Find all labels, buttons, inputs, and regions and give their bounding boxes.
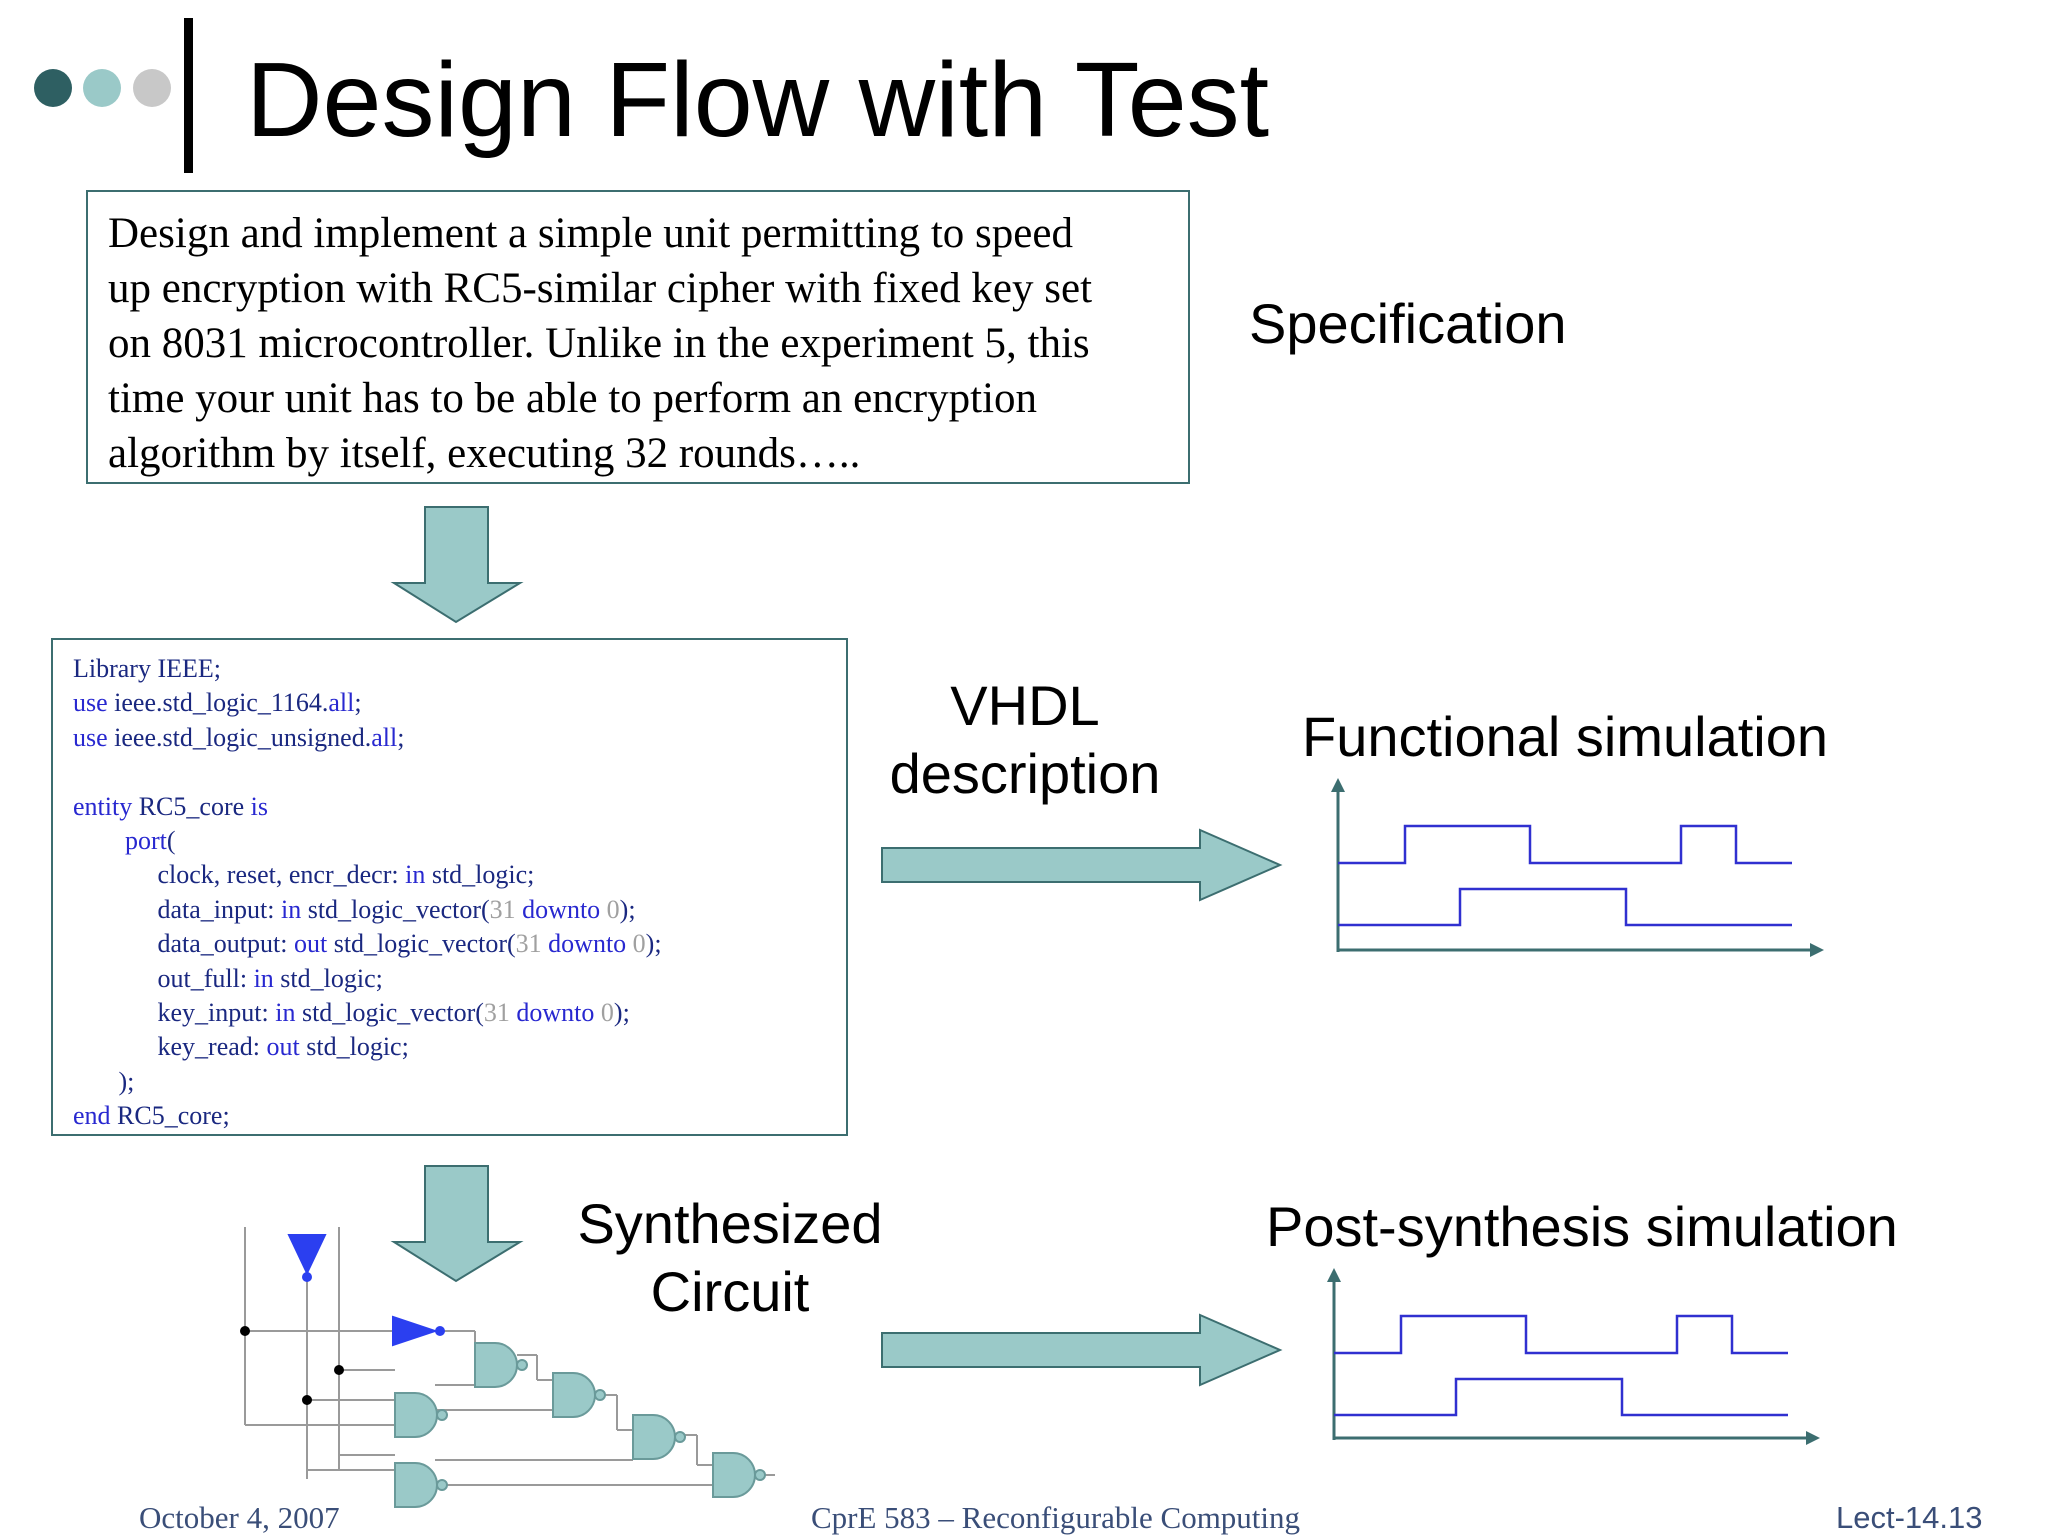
code-token: data_input: [73, 894, 281, 924]
slide-title: Design Flow with Test [246, 41, 1270, 159]
code-token: RC5_core; [117, 1101, 230, 1131]
synth-label-line2: Circuit [650, 1260, 810, 1323]
code-token: ieee.std_logic_1164. [114, 688, 329, 718]
code-token: end [73, 1101, 118, 1131]
code-token: in [275, 997, 302, 1027]
code-line: Library IEEE; [73, 652, 846, 686]
code-token: downto [548, 929, 633, 959]
code-token: std_logic; [431, 860, 535, 890]
code-token: 31 [483, 997, 517, 1027]
code-token: in [405, 860, 432, 890]
code-line: port( [73, 824, 846, 858]
post-synthesis-simulation-label: Post-synthesis simulation [1266, 1195, 1898, 1258]
post-synthesis-waveform [1327, 1268, 1820, 1445]
specification-box: Design and implement a simple unit permi… [86, 190, 1190, 484]
code-line: use ieee.std_logic_unsigned.all; [73, 721, 846, 755]
title-divider [184, 18, 193, 173]
code-token: RC5_core [138, 791, 251, 821]
code-token: ; [397, 722, 405, 752]
code-token: data_output: [73, 929, 294, 959]
code-token: ( [166, 825, 176, 855]
code-token: 31 [515, 929, 549, 959]
spec-line: Design and implement a simple unit permi… [108, 210, 1073, 257]
code-token: key_read: [73, 1032, 267, 1062]
gate-circuit [240, 1227, 775, 1508]
code-token: ieee.std_logic_unsigned. [114, 722, 372, 752]
code-token: use [73, 688, 115, 718]
specification-label: Specification [1249, 292, 1567, 355]
spec-line: up encryption with RC5-similar cipher wi… [108, 265, 1093, 312]
vhdl-code-box: Library IEEE;use ieee.std_logic_1164.all… [51, 638, 848, 1136]
code-line: entity RC5_core is [73, 790, 846, 824]
bullet-dot-1 [34, 69, 72, 107]
code-token: clock, reset, encr_decr: [73, 860, 406, 890]
code-token: std_logic_vector( [307, 894, 490, 924]
code-line [73, 755, 846, 789]
code-token: out_full: [73, 963, 254, 993]
footer-course: CprE 583 – Reconfigurable Computing [811, 1500, 1301, 1535]
code-line: data_output: out std_logic_vector(31 dow… [73, 927, 846, 961]
code-token: in [280, 894, 308, 924]
code-token: std_logic; [280, 963, 383, 993]
synthesized-circuit-label: Synthesized Circuit [560, 1190, 900, 1326]
code-token: entity [73, 791, 139, 821]
code-line: out_full: in std_logic; [73, 962, 846, 996]
code-token: 31 [489, 894, 523, 924]
signal-trace-2 [1338, 887, 1792, 927]
right-arrow-icon [881, 1313, 1283, 1387]
code-line: end RC5_core; [73, 1099, 846, 1133]
footer-date: October 4, 2007 [139, 1500, 340, 1535]
code-token [73, 826, 125, 855]
waveform-axes [1327, 1268, 1820, 1445]
functional-waveform [1331, 778, 1824, 957]
code-line: ); [73, 1065, 846, 1099]
code-token: 0 [606, 894, 620, 924]
vhdl-label-line1: VHDL [950, 674, 1100, 737]
code-token: all [328, 688, 355, 718]
code-line: data_input: in std_logic_vector(31 downt… [73, 893, 846, 927]
code-token: 0 [600, 997, 614, 1027]
signal-trace-1 [1338, 824, 1792, 865]
code-token: std_logic; [306, 1032, 409, 1062]
code-token: ); [619, 894, 636, 924]
code-token: all [371, 722, 398, 752]
signal-trace-2 [1334, 1377, 1788, 1417]
spec-line: algorithm by itself, executing 32 rounds… [108, 430, 861, 477]
vhdl-label-line2: description [889, 742, 1161, 805]
down-arrow-icon [390, 1165, 524, 1283]
code-token: ); [73, 1066, 135, 1096]
code-token: ); [645, 929, 662, 959]
spec-line: on 8031 microcontroller. Unlike in the e… [108, 320, 1090, 367]
code-line: key_read: out std_logic; [73, 1030, 846, 1064]
code-token: std_logic_vector( [333, 929, 516, 959]
code-token: ; [354, 688, 362, 718]
signal-trace-1 [1334, 1314, 1788, 1355]
bullet-dot-3 [133, 69, 171, 107]
code-token: key_input: [73, 997, 276, 1027]
spec-line: time your unit has to be able to perform… [108, 375, 1038, 422]
code-token: out [266, 1032, 307, 1062]
code-token: Library IEEE; [73, 654, 221, 683]
code-token: use [73, 722, 115, 752]
down-arrow-icon [390, 506, 524, 624]
code-line: clock, reset, encr_decr: in std_logic; [73, 858, 846, 892]
synth-label-line1: Synthesized [577, 1192, 883, 1255]
code-token: port [125, 825, 167, 855]
code-line: use ieee.std_logic_1164.all; [73, 686, 846, 720]
code-token: is [250, 791, 268, 821]
code-token: ); [613, 997, 630, 1027]
vhdl-label: VHDL description [870, 672, 1180, 808]
functional-simulation-label: Functional simulation [1302, 705, 1829, 768]
code-token: out [293, 929, 334, 959]
bullet-dot-2 [83, 69, 121, 107]
code-token: 0 [632, 929, 646, 959]
waveform-axes [1331, 778, 1824, 957]
right-arrow-icon [881, 828, 1283, 902]
code-token: in [253, 963, 281, 993]
code-token: downto [522, 894, 607, 924]
footer-lecture-number: Lect-14.13 [1836, 1500, 1983, 1535]
code-line: key_input: in std_logic_vector(31 downto… [73, 996, 846, 1030]
code-token: downto [516, 997, 601, 1027]
code-token: std_logic_vector( [301, 997, 484, 1027]
